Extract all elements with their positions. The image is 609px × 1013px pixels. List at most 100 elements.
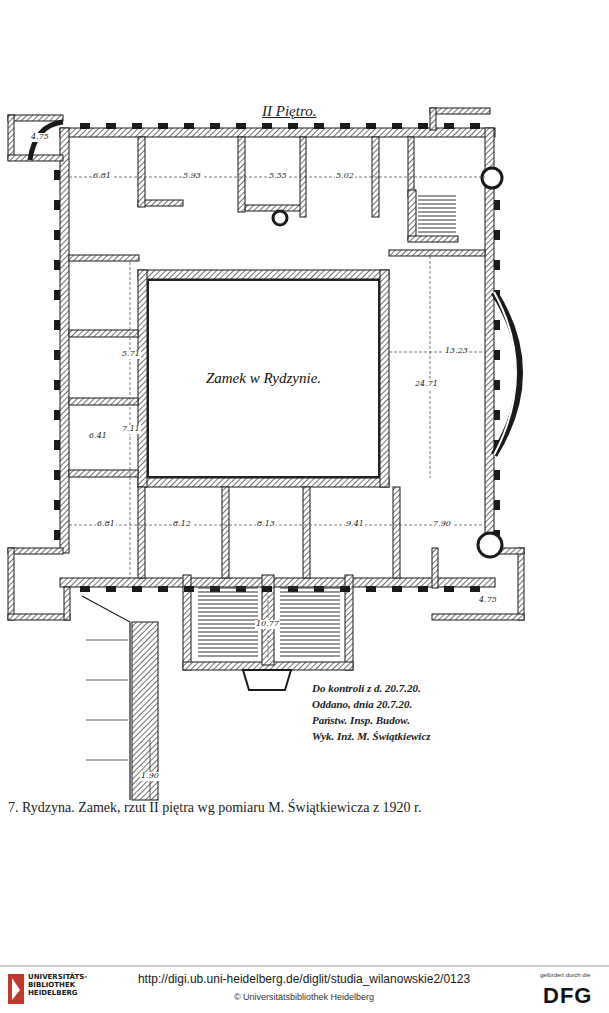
- window-pier: [54, 440, 60, 450]
- stair-step: [418, 196, 456, 197]
- stair-step: [198, 640, 258, 641]
- stair-step: [280, 596, 340, 597]
- window-pier: [418, 586, 428, 592]
- tower-curve: [30, 122, 63, 160]
- dimension: 10.77: [255, 620, 280, 629]
- window-pier: [54, 500, 60, 510]
- stair-step: [198, 592, 258, 593]
- window-pier: [54, 320, 60, 330]
- stair-step: [198, 604, 258, 605]
- dimension: 5.02: [335, 172, 355, 181]
- stair-step: [280, 656, 340, 657]
- window-pier: [106, 123, 116, 129]
- footer-rule: [0, 966, 609, 967]
- stair-step: [198, 620, 258, 621]
- window-pier: [494, 260, 500, 270]
- library-logo: [8, 974, 24, 1004]
- wall: [222, 487, 229, 578]
- stair-step: [198, 628, 258, 629]
- wall: [69, 330, 138, 337]
- window-pier: [80, 123, 90, 129]
- window-pier: [236, 123, 246, 129]
- window-pier: [494, 500, 500, 510]
- stair-step: [280, 608, 340, 609]
- wall: [138, 478, 389, 487]
- window-pier: [54, 260, 60, 270]
- window-pier: [494, 200, 500, 210]
- wall: [8, 115, 14, 160]
- stair-step: [280, 636, 340, 637]
- wall: [64, 587, 70, 620]
- stair-step: [418, 228, 456, 229]
- wall: [432, 548, 438, 588]
- window-pier: [494, 350, 500, 360]
- stair-step: [198, 656, 258, 657]
- plan-drawing: [0, 108, 609, 1004]
- entrance-bay: [243, 670, 291, 690]
- stair-step: [198, 644, 258, 645]
- dimension: 4.75: [478, 596, 498, 605]
- window-pier: [314, 123, 324, 129]
- wall: [138, 270, 147, 487]
- dimension: 5.93: [182, 172, 202, 181]
- wall: [8, 548, 63, 554]
- dimension: 1.90: [140, 772, 160, 781]
- window-pier: [132, 123, 142, 129]
- funding-note: gefördert durch die: [540, 972, 590, 978]
- wall: [138, 487, 145, 578]
- stair-step: [198, 632, 258, 633]
- window-pier: [366, 123, 376, 129]
- wall: [408, 236, 458, 242]
- section-tick: [86, 680, 128, 681]
- wall: [138, 137, 145, 207]
- wall: [485, 128, 494, 553]
- window-pier: [340, 123, 350, 129]
- window-pier: [494, 410, 500, 420]
- stair-step: [198, 612, 258, 613]
- stair-step: [198, 652, 258, 653]
- dimension-line: [69, 525, 485, 526]
- stair-step: [198, 648, 258, 649]
- stair-step: [280, 588, 340, 589]
- signature-note: Do kontroli z d. 20.7.20.: [312, 682, 421, 695]
- wall: [238, 137, 245, 212]
- window-pier: [236, 586, 246, 592]
- signature-note: Państw. Insp. Budow.: [312, 714, 410, 727]
- window-pier: [470, 586, 480, 592]
- window-pier: [158, 123, 168, 129]
- dimension: 8.13: [256, 520, 276, 529]
- stair-step: [198, 616, 258, 617]
- stair-step: [198, 624, 258, 625]
- window-pier: [288, 123, 298, 129]
- wall: [393, 487, 400, 578]
- stair-step: [198, 608, 258, 609]
- window-pier: [184, 123, 194, 129]
- stair-step: [280, 600, 340, 601]
- window-pier: [494, 230, 500, 240]
- window-pier: [340, 586, 350, 592]
- window-pier: [132, 586, 142, 592]
- wall: [8, 115, 63, 121]
- window-pier: [494, 470, 500, 480]
- dimension-line: [389, 352, 485, 353]
- wall: [69, 398, 138, 405]
- wall: [430, 108, 490, 114]
- spiral-stair: [273, 211, 287, 225]
- stair-step: [280, 604, 340, 605]
- window-pier: [54, 200, 60, 210]
- stair-step: [418, 200, 456, 201]
- window-pier: [54, 170, 60, 180]
- dimension: 4.75: [30, 133, 50, 142]
- spiral-stair: [482, 168, 502, 188]
- stair-step: [198, 588, 258, 589]
- copyright-note: © Universitätsbibliothek Heidelberg: [94, 992, 514, 1002]
- dimension: 6.81: [96, 520, 116, 529]
- window-pier: [392, 123, 402, 129]
- stair-step: [198, 636, 258, 637]
- window-pier: [418, 123, 428, 129]
- window-pier: [210, 123, 220, 129]
- wall: [380, 270, 389, 487]
- dimension-line: [430, 256, 431, 478]
